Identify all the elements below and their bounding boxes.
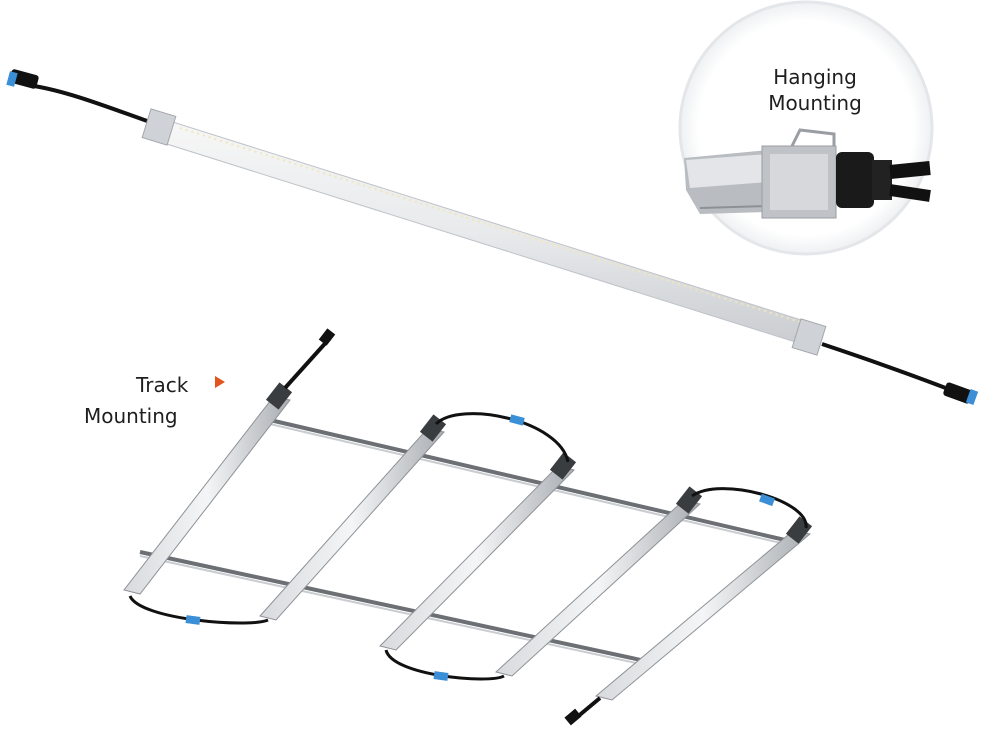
- track-mounting-line2: Mounting: [84, 404, 178, 428]
- track-bar: [123, 328, 336, 595]
- track-bar: [564, 516, 813, 726]
- track-bar: [379, 452, 577, 651]
- track-mounting-line1: Track: [136, 373, 189, 397]
- hanging-mount-inset: [678, 0, 934, 256]
- track-bar: [259, 414, 447, 621]
- hanging-mounting-line1: Hanging: [773, 65, 857, 89]
- hanging-mounting-line2: Mounting: [768, 91, 862, 115]
- pointer-arrow-icon: [215, 376, 225, 388]
- tube-light-hanging: [6, 69, 979, 405]
- hanging-mounting-label: Hanging Mounting: [740, 64, 890, 116]
- track-mount-assembly: [123, 328, 813, 726]
